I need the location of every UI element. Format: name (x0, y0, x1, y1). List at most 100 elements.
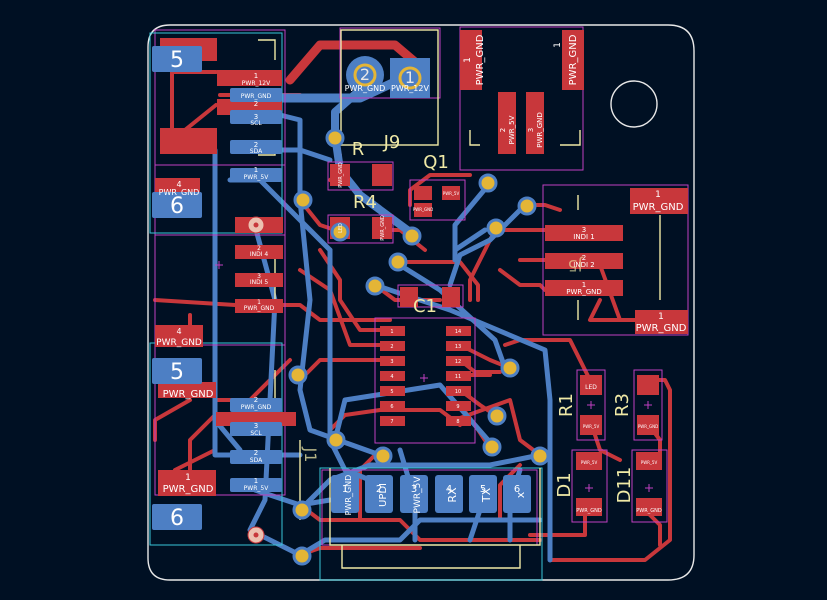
pad-number: 3 (257, 273, 261, 280)
ic-pin-number: 12 (455, 359, 461, 365)
mount-number: 6 (170, 506, 184, 531)
ref-designator: J9 (383, 132, 401, 153)
front-pads (155, 30, 688, 516)
mount-number: 6 (170, 194, 184, 219)
header-pin-net: PWR_5V (413, 476, 423, 514)
pad-number: 1 (582, 281, 586, 289)
pad-net: PWR_5V (508, 115, 516, 144)
pad-net: PWR_GND (638, 424, 658, 429)
ref-designator: J1 (301, 447, 320, 463)
pad-net: INDI 4 (250, 251, 269, 258)
pad-net: INDI 2 (573, 261, 594, 269)
pad-net: PWR_GND (244, 305, 275, 312)
jack-drill-square (398, 66, 422, 90)
pad-number: 1 (655, 190, 661, 200)
pad-number: 1 (553, 42, 563, 48)
ref-designator: D11 (614, 467, 635, 504)
pad-net: PWR_GND (576, 508, 602, 514)
pad-net: PWR_5V (244, 485, 270, 492)
ic-pin-number: 7 (390, 419, 393, 425)
ic-pin-number: 6 (390, 404, 393, 410)
pad-net: PWR_GND (633, 202, 684, 213)
pad-net: SCL (250, 120, 262, 127)
header-pin-net: x (514, 491, 527, 498)
board-outline (147, 24, 695, 581)
pad-net: PWR_5V (581, 460, 598, 465)
ic-pin-number: 4 (390, 374, 393, 380)
jack-pad-round (346, 56, 384, 94)
pad-net: PWR_5V (641, 460, 658, 465)
jack-pin-number: 1 (405, 68, 415, 87)
ref-designator: C1 (413, 296, 437, 317)
ic-pin-number: 10 (455, 389, 461, 395)
pad-net: PWR_GND (163, 484, 214, 495)
silkscreen (258, 29, 661, 569)
pad-net: PWR_GND (159, 188, 200, 197)
pad-net: PWR_GND (413, 207, 433, 212)
ic-pin-number: 13 (455, 344, 461, 350)
pad-number: 2 (254, 141, 258, 149)
pad-number: 2 (254, 396, 258, 404)
pad-net: PWR_GND (568, 34, 579, 85)
header-pin-number: 1 (342, 484, 348, 495)
header-pin-number: 2 (376, 484, 382, 495)
jack-pin-number: 2 (360, 65, 370, 84)
pad-number: 2 (254, 100, 258, 108)
header-pin-net: PWR_GND (344, 475, 353, 516)
pad-net: PWR_5V (583, 424, 600, 429)
pad-net: PWR_GND (163, 389, 214, 400)
fab-outlines (149, 32, 543, 581)
ic-pin-number: 5 (390, 389, 393, 395)
pad-net: PWR_GND (536, 112, 544, 148)
ic-pin-number: 9 (456, 404, 459, 410)
pad-net: PWR_5V (244, 174, 270, 181)
back-pads (152, 46, 531, 530)
ref-designator: R3 (612, 393, 633, 417)
pad-net: PWR_GND (566, 288, 602, 296)
pad-net: PWR_GND (241, 404, 272, 411)
pad-net: PWR_GND (156, 338, 202, 348)
pad-net: PWR_GND (241, 93, 272, 100)
pad-net: PWR_5V (443, 191, 460, 196)
ic-pin-number: 8 (456, 419, 459, 425)
pad-net: SDA (250, 148, 263, 155)
component-origin-markers (215, 261, 653, 492)
pad-number: 1 (185, 473, 191, 483)
pad-net: PWR_GND (380, 215, 386, 241)
pad-number: 3 (254, 113, 258, 121)
header-pin-number: 3 (411, 484, 417, 495)
pad-number: 2 (582, 254, 586, 262)
pad-number: 1 (658, 312, 664, 322)
ic-pin-number: 1 (390, 329, 393, 335)
jack-pin-net: PWR_12V (391, 84, 429, 93)
header-pin-number: 6 (514, 484, 520, 495)
jack-pin-net: PWR_GND (345, 84, 386, 93)
pad-number: 1 (254, 477, 258, 485)
header-pin-number: 4 (446, 484, 452, 495)
header-pin-net: UPDI (378, 483, 389, 507)
pad-net: INDI 5 (250, 279, 269, 286)
pad-number: 2 (499, 128, 507, 132)
ref-designator: D1 (554, 472, 575, 497)
header-pin-net: RX (446, 487, 459, 503)
pad-number: 2 (254, 449, 258, 457)
ref-designator: J5 (568, 256, 584, 275)
pad-net: SDA (250, 457, 263, 464)
pad-net: INDI 1 (573, 233, 594, 241)
pad-number: 2 (257, 245, 261, 252)
pad-net: SCL (250, 430, 262, 437)
pad-net: PWR_GND (475, 34, 486, 85)
mounting-hole (610, 80, 658, 128)
ref-designator: Q1 (423, 152, 449, 173)
pad-number: 3 (582, 226, 586, 234)
pad-net: PWR_GND (338, 162, 344, 188)
pad-number: 3 (254, 422, 258, 430)
ic-pin-number: 11 (455, 374, 461, 380)
pad-net: PWR_12V (242, 80, 271, 87)
pad-number: 1 (254, 166, 258, 174)
ic-pin-number: 3 (390, 359, 393, 365)
pad-net: LED (585, 384, 597, 391)
pad-number: 1 (257, 299, 261, 306)
pad-net: PWR_GND (636, 323, 687, 334)
